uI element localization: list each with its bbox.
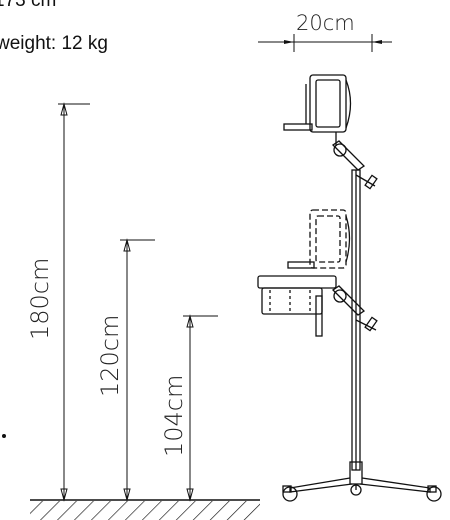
dimension-20cm: 20cm <box>258 11 392 52</box>
dimension-label-120cm: 120cm <box>96 315 124 397</box>
weight-spec: weight: 12 kg <box>0 33 108 54</box>
dimension-180cm: 180cm <box>26 102 90 502</box>
dimension-104cm: 104cm <box>160 314 218 502</box>
stand-drawing <box>257 74 442 502</box>
dimension-label-20cm: 20cm <box>296 11 355 35</box>
height-spec: 173 cm <box>0 0 57 11</box>
floor <box>30 499 260 520</box>
dimension-label-104cm: 104cm <box>160 375 188 457</box>
dimension-120cm: 120cm <box>96 238 155 502</box>
dimension-label-180cm: 180cm <box>26 258 54 340</box>
edge-mark <box>2 434 6 438</box>
